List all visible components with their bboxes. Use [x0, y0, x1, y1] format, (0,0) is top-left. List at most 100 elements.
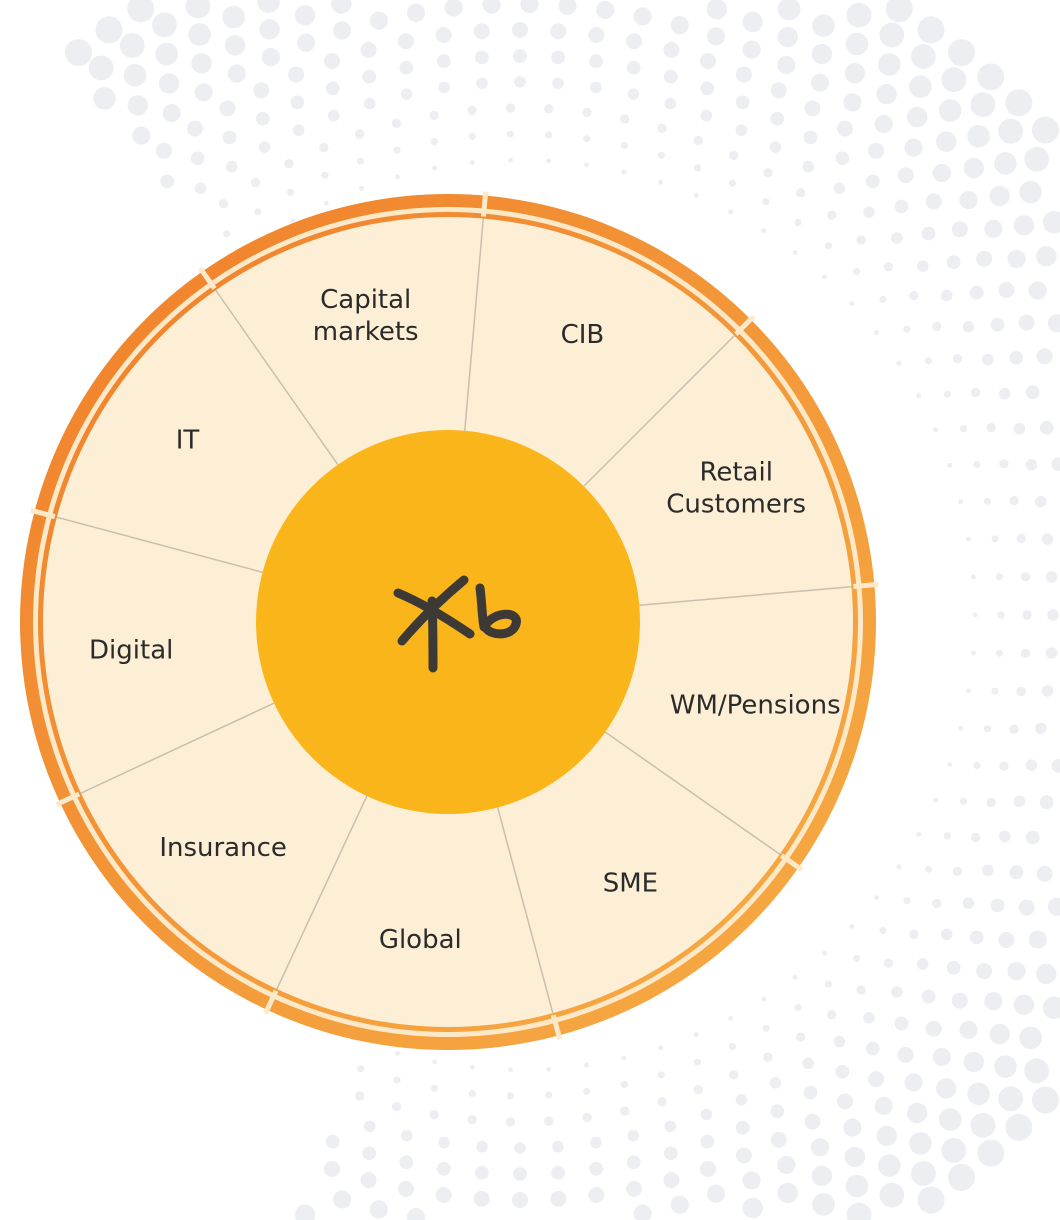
- decor-dot: [223, 230, 231, 238]
- decor-dot: [355, 129, 365, 139]
- decor-dot: [589, 54, 603, 69]
- decor-dot: [476, 1140, 488, 1153]
- decor-dot: [626, 1180, 643, 1197]
- decor-dot: [152, 12, 177, 38]
- decorative-dot-pattern: [65, 0, 1060, 1220]
- decor-dot: [294, 1204, 316, 1220]
- decor-dot: [657, 1097, 667, 1107]
- decor-dot: [904, 1073, 923, 1092]
- ring-gap: [550, 1014, 563, 1040]
- decor-dot: [435, 1187, 452, 1203]
- decor-dot: [990, 317, 1005, 332]
- decor-dot: [1039, 420, 1054, 435]
- decor-dot: [947, 462, 953, 468]
- decor-dot: [693, 1031, 699, 1037]
- decor-dot: [735, 124, 748, 136]
- decor-dot: [802, 1057, 814, 1070]
- decor-dot: [406, 1208, 426, 1220]
- decor-dot: [833, 1035, 846, 1048]
- decor-dot: [185, 0, 211, 19]
- segment-label-line: Digital: [89, 636, 173, 666]
- decor-dot: [763, 168, 773, 178]
- decor-dot: [1041, 685, 1054, 697]
- decor-dot: [874, 329, 880, 335]
- decor-dot: [969, 285, 984, 300]
- decor-dot: [482, 0, 501, 14]
- decor-dot: [663, 1172, 680, 1189]
- decor-dot: [693, 193, 699, 199]
- decor-dot: [865, 174, 880, 189]
- decor-dot: [777, 1155, 796, 1174]
- decor-dot: [770, 1131, 787, 1148]
- segment-divider: [215, 289, 339, 466]
- decor-dot: [257, 0, 280, 13]
- decor-dot: [1007, 962, 1026, 981]
- decor-dot: [393, 146, 401, 154]
- decor-dot: [863, 206, 875, 218]
- decor-dot: [469, 160, 475, 165]
- decor-dot: [998, 282, 1015, 298]
- decor-dot: [1013, 422, 1026, 435]
- segment-label-cib: CIB: [561, 320, 605, 350]
- decor-dot: [1028, 281, 1047, 300]
- decor-dot: [938, 99, 962, 122]
- decor-dot: [545, 131, 553, 139]
- decor-dot: [1028, 930, 1047, 949]
- decor-dot: [983, 497, 992, 505]
- decor-dot: [868, 142, 885, 159]
- decor-dot: [810, 1138, 830, 1157]
- decor-dot: [845, 32, 869, 56]
- ring-gap: [198, 266, 217, 291]
- decor-dot: [512, 1192, 528, 1208]
- decor-dot: [986, 422, 996, 433]
- decor-dot: [224, 35, 246, 56]
- decor-dot: [994, 152, 1017, 175]
- decor-dot: [970, 832, 981, 843]
- decor-dot: [552, 1140, 564, 1153]
- decor-dot: [633, 1204, 652, 1220]
- decor-dot: [551, 50, 565, 65]
- decor-dot: [802, 160, 814, 173]
- decor-dot: [891, 986, 903, 998]
- decor-dot: [810, 73, 830, 92]
- decor-dot: [883, 958, 894, 968]
- decor-dot: [970, 387, 981, 398]
- segment-divider: [463, 218, 485, 431]
- decor-dot: [822, 950, 827, 956]
- decor-dot: [508, 1067, 513, 1073]
- decor-dot: [863, 1012, 875, 1024]
- decor-dot: [879, 22, 905, 48]
- decor-dot: [932, 321, 942, 332]
- decor-dot: [1039, 795, 1054, 810]
- decor-dot: [958, 499, 964, 505]
- segment-label-line: Retail: [699, 458, 772, 488]
- decor-dot: [292, 124, 305, 136]
- decor-dot: [513, 49, 527, 63]
- decor-dot: [991, 535, 999, 543]
- decor-dot: [1022, 610, 1032, 620]
- decor-dot: [222, 5, 245, 29]
- decor-dot: [1031, 1086, 1059, 1114]
- decor-dot: [897, 1046, 914, 1063]
- decor-dot: [761, 996, 767, 1002]
- decor-dot: [959, 191, 978, 210]
- decor-dot: [327, 109, 340, 122]
- decor-dot: [664, 97, 676, 110]
- decor-dot: [558, 0, 577, 15]
- decor-dot: [897, 167, 914, 184]
- decor-dot: [932, 898, 942, 909]
- decor-dot: [969, 930, 984, 945]
- decor-dot: [693, 1058, 702, 1066]
- decor-dot: [95, 16, 123, 44]
- decor-dot: [952, 354, 963, 364]
- decor-dot: [742, 40, 761, 59]
- decor-dot: [925, 1020, 942, 1037]
- decor-dot: [874, 1096, 893, 1115]
- decor-dot: [508, 157, 513, 163]
- decor-dot: [878, 1154, 901, 1177]
- decor-dot: [468, 1090, 476, 1098]
- decor-dot: [769, 141, 782, 153]
- decor-dot: [626, 33, 643, 50]
- decor-dot: [735, 66, 752, 83]
